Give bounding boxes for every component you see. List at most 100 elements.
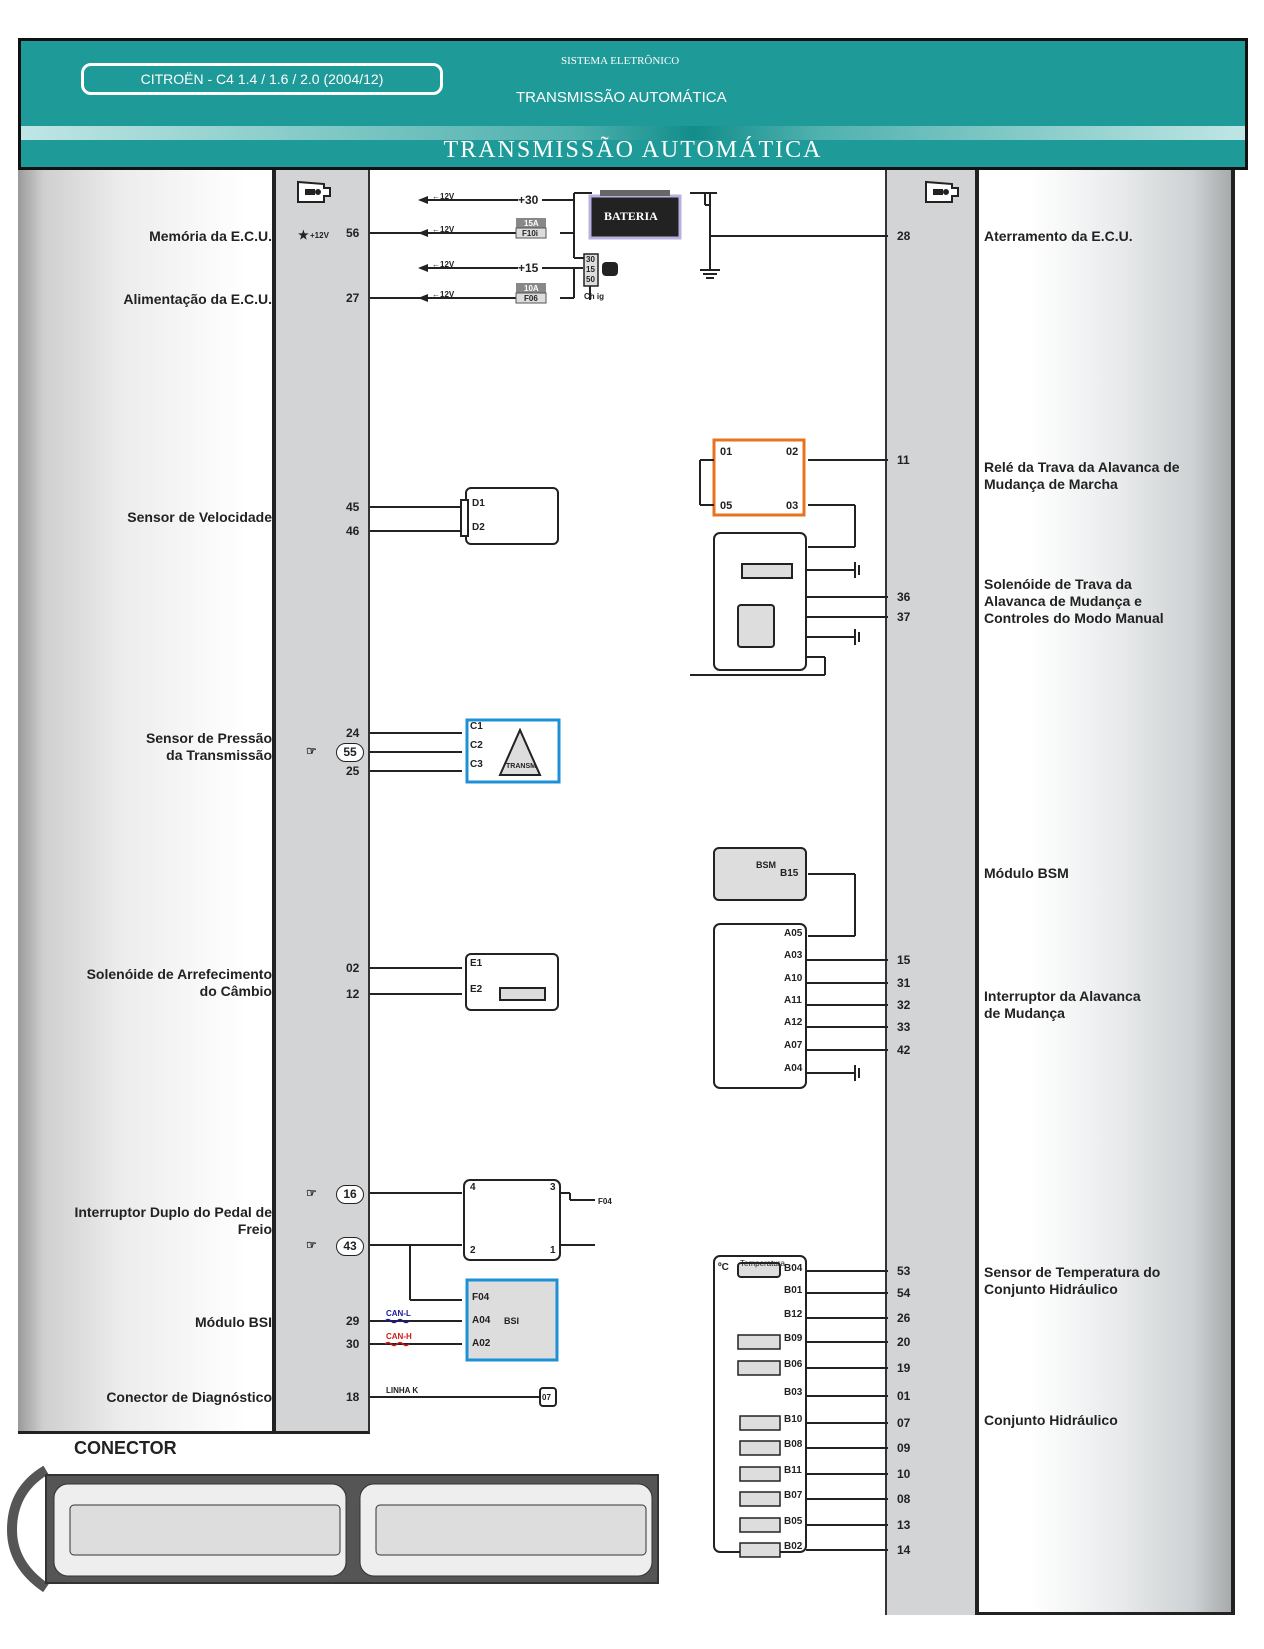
fuse-f06-id: F06 [524, 294, 538, 303]
vehicle-model: CITROËN - C4 1.4 / 1.6 / 2.0 (2004/12) [81, 63, 443, 95]
lever-pin: A03 [784, 950, 803, 961]
pin-33: 33 [897, 1020, 911, 1034]
label-ecu-power: Alimentação da E.C.U. [123, 291, 272, 307]
lever-pin: A12 [784, 1017, 803, 1028]
pin-24: 24 [346, 726, 360, 740]
relay-pin-03: 03 [786, 500, 799, 512]
pin-08: 08 [897, 1492, 911, 1506]
fuse-icon [515, 283, 547, 304]
pin-15: 15 [897, 953, 911, 967]
relay-pin-02: 02 [786, 446, 799, 458]
label-lock-relay: Relé da Trava da Alavanca de Mudança de … [984, 459, 1180, 492]
pin-12: 12 [346, 987, 360, 1001]
bsm-pin-b15: B15 [780, 868, 799, 879]
relay-pin-05: 05 [720, 500, 733, 512]
brake-switch-box [463, 1179, 561, 1261]
pressure-pin-c3: C3 [470, 759, 483, 770]
star-voltage: +12V [310, 231, 329, 240]
pin-42: 42 [897, 1043, 911, 1057]
label-temp-sensor: Sensor de Temperatura do Conjunto Hidráu… [984, 1264, 1161, 1297]
label-ecu-memory: Memória da E.C.U. [149, 228, 272, 244]
k-line-label: LINHA K [386, 1386, 419, 1395]
connector-title: CONECTOR [74, 1438, 177, 1458]
pin-28: 28 [897, 229, 911, 243]
pin-01: 01 [897, 1389, 911, 1403]
hydraulic-pin: B11 [784, 1465, 802, 1476]
label-cooling-solenoid: Solenóide de Arrefecimento do Câmbio [86, 966, 272, 999]
v12-label: ←12V [432, 192, 455, 201]
hydraulic-pin: B05 [784, 1516, 803, 1527]
lever-pin: A11 [784, 995, 802, 1006]
pin-43: 43 [336, 1237, 364, 1256]
lever-pin: A10 [784, 973, 803, 984]
pointer-hand-icon: ☞ [306, 744, 317, 758]
label-bsm-module: Módulo BSM [984, 865, 1069, 881]
label-lever-switch: Interruptor da Alavanca de Mudança [984, 988, 1141, 1021]
lever-pin: A05 [784, 928, 803, 939]
pin-11: 11 [897, 453, 910, 467]
bsi-pin-f04: F04 [472, 1292, 490, 1303]
bsm-module-box [713, 847, 807, 901]
temperature-sensor-icon [737, 1262, 781, 1278]
hydraulic-pin: B07 [784, 1490, 803, 1501]
bsm-label: BSM [756, 860, 776, 870]
bsi-pin-a02: A02 [472, 1338, 491, 1349]
pressure-pin-c1: C1 [470, 721, 483, 732]
pin-31: 31 [897, 976, 911, 990]
pin-10: 10 [897, 1467, 911, 1481]
pin-14: 14 [897, 1543, 911, 1557]
pin-30: 30 [346, 1337, 360, 1351]
v12-label: ←12V [432, 290, 455, 299]
pin-54: 54 [897, 1286, 911, 1300]
pin-27: 27 [346, 291, 360, 305]
pin-07: 07 [897, 1416, 911, 1430]
system-subtitle: TRANSMISSÃO AUTOMÁTICA [516, 89, 727, 106]
can-l-label: CAN-L [386, 1309, 411, 1318]
bsi-label: BSI [504, 1316, 520, 1326]
battery-label: BATERIA [604, 209, 658, 223]
ecu-connector-drawing [6, 1465, 659, 1593]
brake-pin-4: 4 [470, 1182, 476, 1193]
pin-55: 55 [336, 743, 364, 762]
plus30-label: +30 [518, 193, 539, 207]
key-icon [602, 262, 618, 276]
plus15-label: +15 [518, 261, 539, 275]
pin-19: 19 [897, 1361, 911, 1375]
relay-box [712, 438, 806, 517]
label-hydraulic-unit: Conjunto Hidráulico [984, 1412, 1118, 1428]
pressure-sensor-label: TRANSM. [506, 763, 538, 770]
hydraulic-pin: B03 [784, 1387, 803, 1398]
pin-25: 25 [346, 764, 360, 778]
hydraulic-pin: B02 [784, 1541, 803, 1552]
hydraulic-pin: B12 [784, 1309, 803, 1320]
pin-26: 26 [897, 1311, 911, 1325]
label-pressure-sensor: Sensor de Pressão da Transmissão [145, 730, 272, 763]
header-banner: CITROËN - C4 1.4 / 1.6 / 2.0 (2004/12) S… [18, 38, 1248, 170]
temperature-label: Temperatura [740, 1259, 785, 1268]
v12-label: ←12V [432, 225, 455, 234]
diagnostic-connector-icon [539, 1387, 557, 1407]
star-icon: ★ [298, 228, 309, 242]
transistor-icon [737, 604, 775, 648]
hydraulic-pin: B01 [784, 1285, 803, 1296]
ignition-switch-icon [583, 253, 599, 287]
right-label-panel [975, 170, 1235, 1615]
page-title: TRANSMISSÃO AUTOMÁTICA [443, 137, 823, 163]
ignition-label: Ch ig [584, 292, 604, 301]
diag-pin-07: 07 [542, 1393, 551, 1402]
speed-sensor-box [465, 487, 559, 545]
brake-pin-3: 3 [550, 1182, 556, 1193]
brake-pin-2: 2 [470, 1245, 476, 1256]
fuse-f10-amps: 15A [524, 219, 539, 228]
pin-56: 56 [346, 226, 360, 240]
brake-pin-1: 1 [550, 1245, 556, 1256]
label-speed-sensor: Sensor de Velocidade [127, 509, 272, 525]
ign-pin-30: 30 [586, 255, 595, 264]
label-bsi-module: Módulo BSI [195, 1314, 272, 1330]
ign-pin-50: 50 [586, 275, 595, 284]
bsi-pin-a04: A04 [472, 1315, 491, 1326]
ecu-icon [297, 180, 331, 203]
pin-36: 36 [897, 590, 911, 604]
hydraulic-pin: B09 [784, 1333, 803, 1344]
